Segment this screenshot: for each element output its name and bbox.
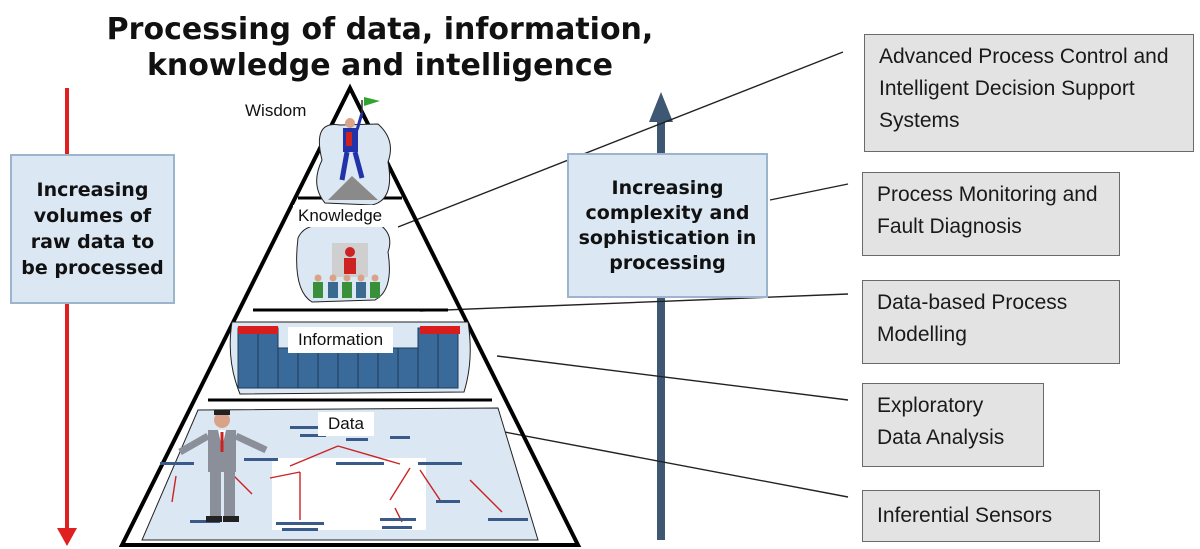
application-box-inferential: Inferential Sensors: [862, 490, 1100, 542]
diagram-title: Processing of data, information, knowled…: [106, 12, 654, 83]
raw-data-volume-text: Increasing volumes of raw data to be pro…: [21, 179, 164, 279]
raw-data-volume-panel: Increasing volumes of raw data to be pro…: [10, 154, 175, 304]
application-box-advanced-control: Advanced Process Control and Intelligent…: [864, 34, 1194, 152]
level-label-knowledge: Knowledge: [293, 205, 388, 227]
level-label-information: Information: [288, 327, 394, 353]
application-box-modelling: Data-based Process Modelling: [862, 280, 1120, 364]
pyramid: [118, 83, 582, 547]
level-label-data: Data: [318, 412, 374, 436]
wisdom-illustration: [316, 97, 391, 206]
data-illustration: [141, 407, 539, 541]
application-box-monitoring: Process Monitoring and Fault Diagnosis: [862, 172, 1120, 256]
connector-lines: [382, 51, 849, 498]
knowledge-illustration: [296, 221, 391, 303]
complexity-panel: Increasing complexity and sophistication…: [567, 153, 768, 298]
complexity-text: Increasing complexity and sophistication…: [578, 176, 757, 274]
level-label-wisdom: Wisdom: [245, 101, 307, 120]
application-box-exploratory: Exploratory Data Analysis: [862, 383, 1044, 467]
